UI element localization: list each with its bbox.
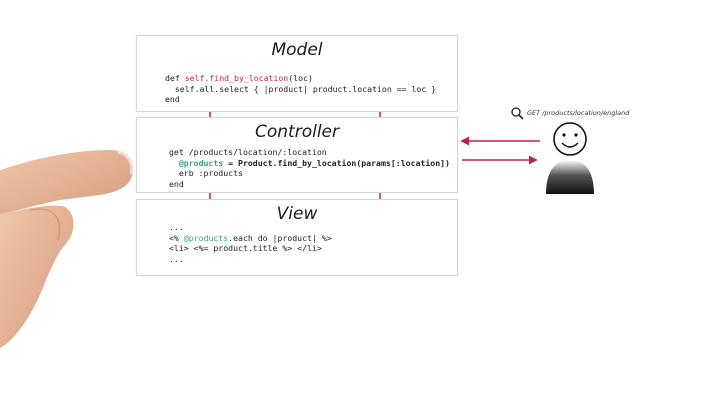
model-title: Model bbox=[271, 40, 323, 60]
model-panel: Model def self.find_by_location(loc) sel… bbox=[136, 35, 458, 112]
controller-panel: Controller get /products/location/:locat… bbox=[136, 117, 458, 193]
view-title: View bbox=[276, 204, 318, 224]
controller-code: get /products/location/:location @produc… bbox=[169, 147, 450, 189]
controller-title: Controller bbox=[255, 122, 339, 142]
pointing-hand-illustration bbox=[0, 150, 134, 348]
magnifier-icon bbox=[511, 107, 524, 120]
view-panel: View ... <% @products.each do |product| … bbox=[136, 199, 458, 276]
view-code: ... <% @products.each do |product| %> <l… bbox=[169, 222, 332, 264]
stick-user-icon bbox=[546, 122, 594, 194]
request-label: GET /products/location/england bbox=[527, 109, 630, 117]
model-code: def self.find_by_location(loc) self.all.… bbox=[165, 73, 437, 104]
